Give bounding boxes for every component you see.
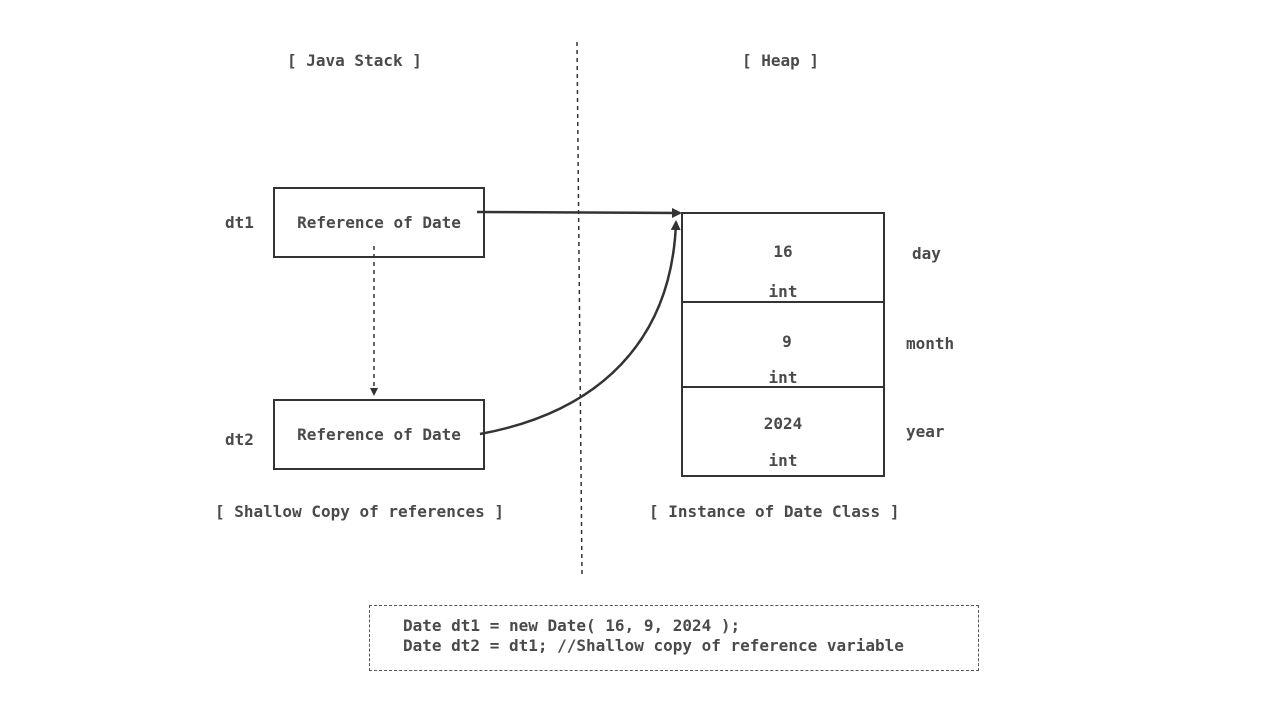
stack-header: [ Java Stack ]: [287, 51, 422, 70]
stack-heap-divider: [576, 41, 583, 576]
dt1-label: dt1: [225, 213, 254, 232]
dt1-reference-box: Reference of Date: [273, 187, 485, 258]
month-field-name: month: [906, 334, 955, 353]
day-type: int: [768, 282, 798, 301]
heap-caption: [ Instance of Date Class ]: [649, 502, 900, 521]
dt2-reference-label: Reference of Date: [297, 425, 461, 444]
code-snippet: Date dt1 = new Date( 16, 9, 2024 ); Date…: [369, 605, 979, 671]
dt1-reference-label: Reference of Date: [297, 213, 461, 232]
dt2-reference-box: Reference of Date: [273, 399, 485, 470]
year-type: int: [768, 451, 798, 470]
dt2-label: dt2: [225, 430, 254, 449]
heap-field-day: 16 int: [681, 212, 885, 303]
dt2-reference-arrow: [479, 220, 681, 436]
year-value: 2024: [763, 414, 803, 433]
code-line-1: Date dt1 = new Date( 16, 9, 2024 );: [403, 616, 741, 635]
dt1-reference-arrow: [476, 207, 682, 218]
month-type: int: [768, 368, 798, 387]
heap-header: [ Heap ]: [742, 51, 820, 70]
day-value: 16: [773, 242, 793, 261]
month-value: 9: [782, 332, 792, 351]
heap-field-month: 9 int: [681, 301, 885, 388]
day-field-name: day: [912, 244, 941, 263]
year-field-name: year: [906, 422, 945, 441]
code-line-2: Date dt2 = dt1; //Shallow copy of refere…: [403, 636, 904, 655]
heap-field-year: 2024 int: [681, 386, 885, 477]
stack-caption: [ Shallow Copy of references ]: [215, 502, 504, 521]
